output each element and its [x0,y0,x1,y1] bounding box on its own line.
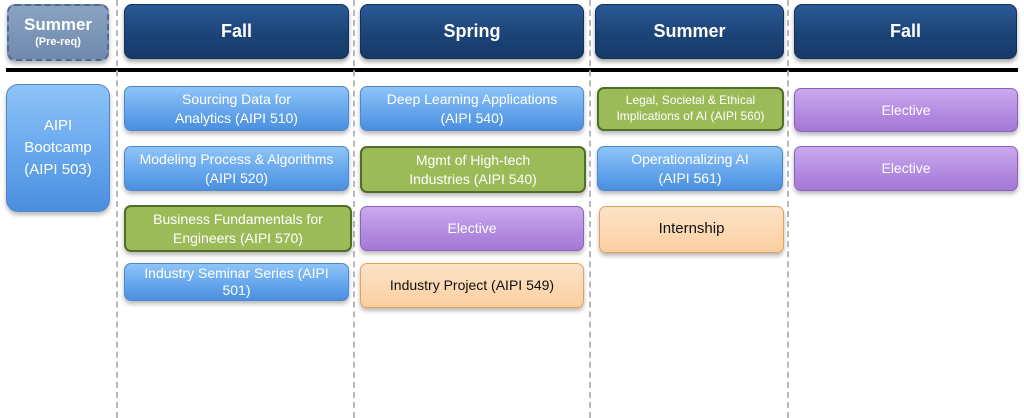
course-elective: Elective [794,146,1018,191]
course-business-fundamentals: Business Fundamentals for Engineers (AIP… [124,205,352,252]
column-divider [353,0,355,418]
course-line: AIPI [43,117,73,135]
course-line: Industry Seminar Series (AIPI [144,264,329,281]
course-line: (AIPI 540) [440,109,504,126]
header-summer-prereq: Summer (Pre-req) [7,4,109,61]
header-summer: Summer [595,4,784,59]
course-line: Elective [881,160,931,177]
column-divider [116,0,118,418]
header-separator-line [6,68,1018,72]
course-industry-project: Industry Project (AIPI 549) [360,263,584,308]
course-operationalizing-ai: Operationalizing AI (AIPI 561) [597,146,783,191]
course-elective: Elective [794,88,1018,132]
course-line: Industries (AIPI 540) [409,170,537,187]
header-summer-prereq-title: Summer [23,15,93,35]
course-line: (AIPI 561) [658,169,722,186]
header-fall-1: Fall [124,4,349,59]
course-legal-societal-ethical: Legal, Societal & Ethical Implications o… [597,87,784,131]
header-summer-prereq-subtitle: (Pre-req) [35,36,81,49]
course-sourcing-data: Sourcing Data for Analytics (AIPI 510) [124,86,349,131]
course-line: Business Fundamentals for [153,210,323,227]
course-line: Engineers (AIPI 570) [173,229,303,246]
column-divider [787,0,789,418]
course-line: Internship [658,220,725,238]
course-internship: Internship [599,206,784,253]
course-mgmt-high-tech: Mgmt of High-tech Industries (AIPI 540) [360,146,586,193]
course-elective: Elective [360,206,584,251]
course-line: Mgmt of High-tech [415,151,531,168]
course-industry-seminar: Industry Seminar Series (AIPI 501) [124,263,349,301]
course-aipi-bootcamp: AIPI Bootcamp (AIPI 503) [6,84,110,212]
header-fall-2: Fall [794,4,1017,59]
course-line: Operationalizing AI [631,150,749,167]
course-line: Analytics (AIPI 510) [175,109,298,126]
course-line: Elective [447,220,497,237]
course-line: Deep Learning Applications [386,90,558,107]
course-line: (AIPI 520) [204,169,269,186]
header-spring: Spring [360,4,584,59]
course-modeling-process: Modeling Process & Algorithms (AIPI 520) [124,146,349,191]
course-line: Industry Project (AIPI 549) [389,277,555,294]
course-line: Bootcamp [24,139,92,157]
course-line: (AIPI 503) [24,160,92,178]
course-line: Sourcing Data for [182,90,291,107]
course-line: 501) [222,282,251,298]
course-deep-learning: Deep Learning Applications (AIPI 540) [360,86,584,131]
course-line: Legal, Societal & Ethical [625,93,756,108]
course-line: Elective [881,101,931,118]
column-divider [589,0,591,418]
course-line: Implications of AI (AIPI 560) [616,109,765,123]
course-line: Modeling Process & Algorithms [139,150,334,167]
